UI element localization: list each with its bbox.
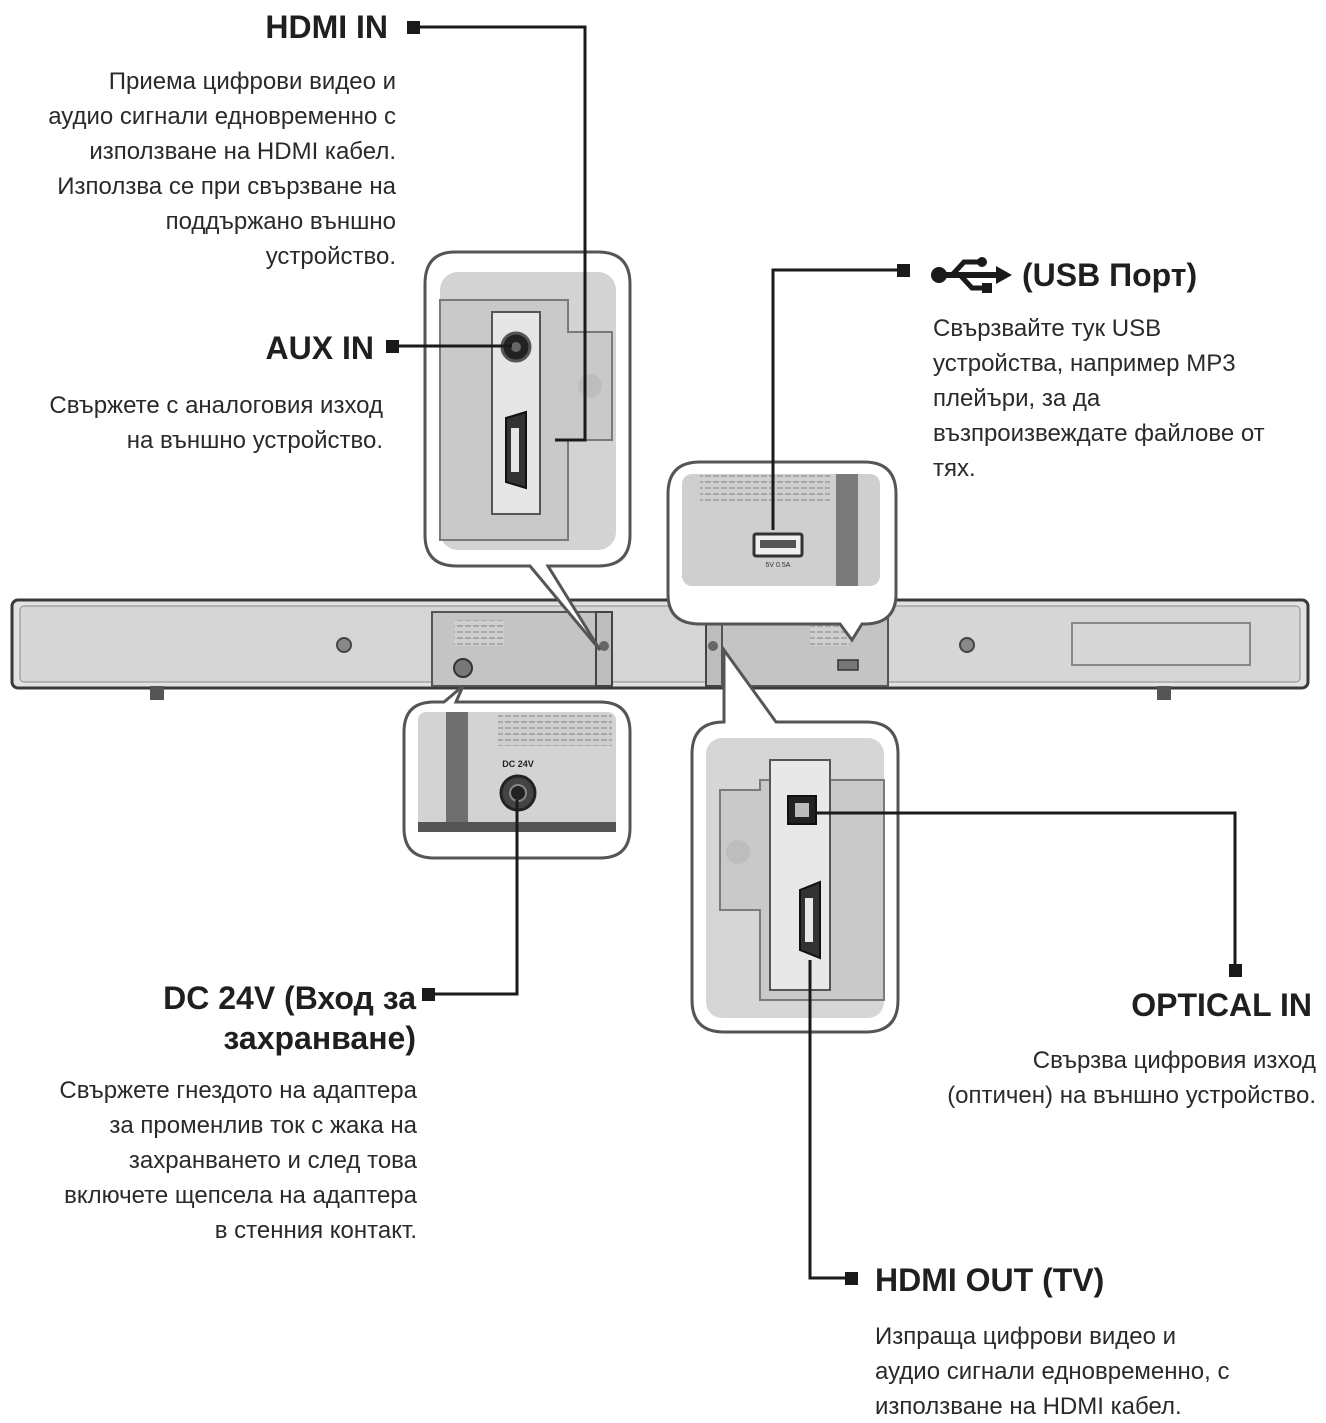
- desc-line: аудио сигнали едновременно, с: [875, 1358, 1230, 1385]
- screw-icon: [959, 637, 975, 653]
- hdmi-in-description: Приема цифрови видео и аудио сигнали едн…: [48, 64, 396, 274]
- marker-square: [1229, 964, 1242, 977]
- usb-rating-marking: 5V 0.5A: [766, 562, 791, 569]
- callout-line-dc: [430, 800, 519, 996]
- usb-port-small: [837, 659, 859, 671]
- marker-square: [845, 1272, 858, 1285]
- desc-line: Изпраща цифрови видео и: [875, 1323, 1177, 1350]
- zoom-bubble-usb: 5V 0.5A: [666, 460, 898, 643]
- desc-line: Свързвайте тук USB: [933, 315, 1162, 342]
- zoom-bubble-optical-hdmi-out: [690, 645, 900, 1034]
- marker-square: [897, 264, 910, 277]
- dc-jack-small: [453, 658, 473, 678]
- desc-line: за променлив ток с жака на: [109, 1112, 417, 1139]
- callout-line-optical: [812, 811, 1237, 968]
- hdmi-out-title: HDMI OUT (TV): [875, 1262, 1105, 1298]
- callout-markers: [386, 21, 1242, 1285]
- marker-square: [407, 21, 420, 34]
- desc-line: в стенния контакт.: [214, 1217, 417, 1244]
- desc-line: Свържете гнездото на адаптера: [59, 1077, 417, 1104]
- marker-square: [422, 988, 435, 1001]
- desc-line: Свързва цифровия изход: [1032, 1047, 1316, 1074]
- hdmi-in-title: HDMI IN: [265, 9, 388, 45]
- desc-line: захранването и след това: [128, 1147, 417, 1174]
- desc-line: използване на HDMI кабел.: [875, 1393, 1182, 1420]
- dc-24v-description: Свържете гнездото на адаптера за променл…: [59, 1073, 417, 1248]
- callout-line-usb: [771, 268, 900, 530]
- title-line: захранване): [223, 1020, 416, 1056]
- desc-line: възпроизвеждате файлове от: [933, 420, 1265, 447]
- desc-line: плейъри, за да: [933, 385, 1101, 412]
- desc-line: на външно устройство.: [126, 427, 383, 454]
- usb-title-text: (USB Порт): [1022, 257, 1198, 293]
- zoom-bubble-hdmi-aux: [423, 250, 632, 651]
- dc-24v-title: DC 24V (Вход за захранване): [163, 978, 416, 1058]
- dc-marking: DC 24V: [502, 759, 534, 769]
- marker-square: [386, 340, 399, 353]
- zoom-bubble-dc: DC 24V: [402, 684, 632, 860]
- usb-description: Свързвайте тук USB устройства, например …: [933, 311, 1265, 486]
- desc-line: Приема цифрови видео и: [108, 68, 396, 95]
- desc-line: използване на HDMI кабел.: [89, 138, 396, 165]
- optical-in-description: Свързва цифровия изход (оптичен) на външ…: [947, 1043, 1316, 1113]
- screw-icon: [336, 637, 352, 653]
- desc-line: поддържано външно: [165, 208, 396, 235]
- soundbar-body: [10, 598, 1310, 700]
- usb-title: (USB Порт): [930, 256, 1197, 294]
- desc-line: включете щепсела на адаптера: [64, 1182, 417, 1209]
- desc-line: Използва се при свързване на: [57, 173, 396, 200]
- hdmi-out-description: Изпраща цифрови видео и аудио сигнали ед…: [875, 1319, 1229, 1423]
- desc-line: аудио сигнали едновременно с: [48, 103, 396, 130]
- title-line: DC 24V (Вход за: [163, 980, 416, 1016]
- callout-line-hdmi-out: [808, 960, 848, 1280]
- usb-icon: [931, 257, 1012, 293]
- desc-line: (оптичен) на външно устройство.: [947, 1082, 1316, 1109]
- optical-in-title: OPTICAL IN: [1131, 987, 1312, 1023]
- desc-line: Свържете с аналоговия изход: [49, 392, 383, 419]
- callout-line-hdmi-in: [420, 25, 587, 442]
- desc-line: устройство.: [265, 243, 396, 270]
- callout-lines: [398, 25, 1237, 1280]
- aux-in-title: AUX IN: [265, 330, 374, 366]
- desc-line: тях.: [933, 455, 976, 482]
- aux-in-description: Свържете с аналоговия изход на външно ус…: [49, 388, 383, 458]
- desc-line: устройства, например MP3: [933, 350, 1236, 377]
